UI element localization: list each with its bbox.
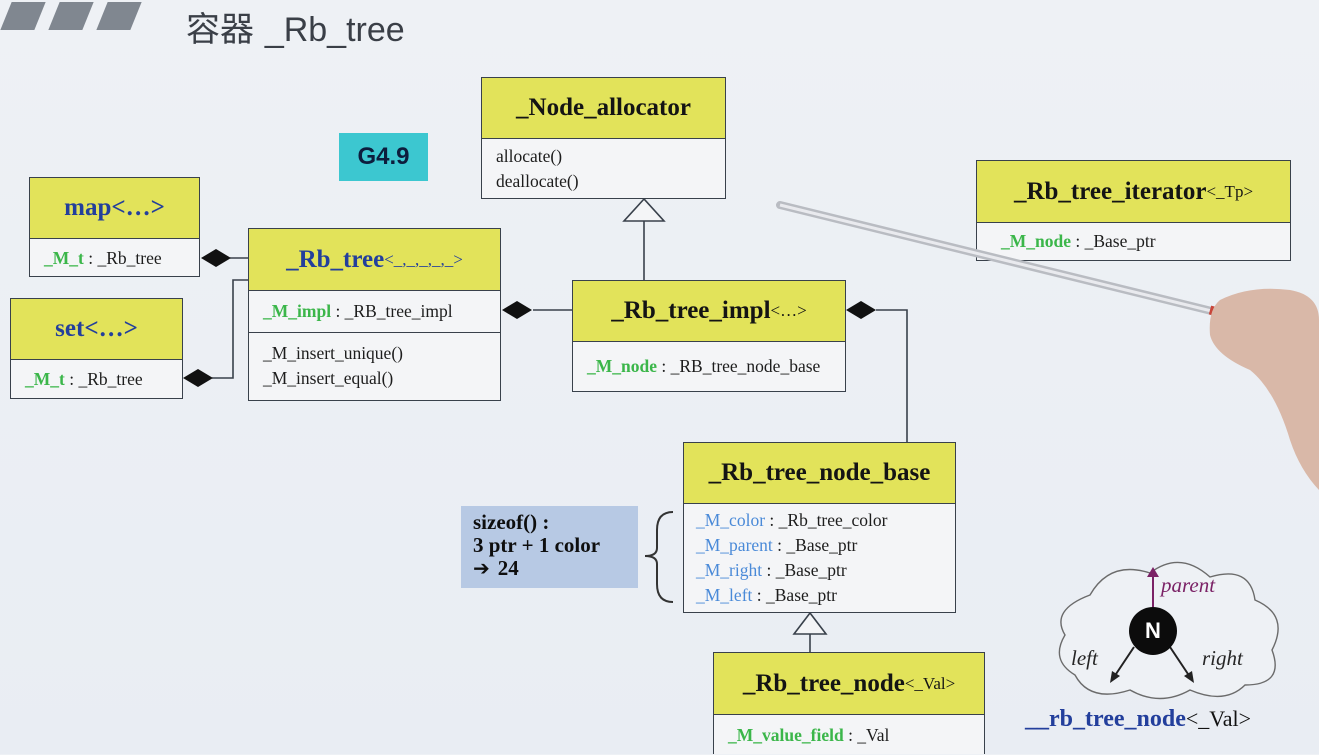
allocator-inherit-triangle xyxy=(622,197,666,222)
rb-tree-methods: _M_insert_unique() _M_insert_equal() xyxy=(249,332,500,391)
field-m-color: _M_color : _Rb_tree_color xyxy=(696,510,888,530)
rb-tree-impl-field: _M_node : _RB_tree_node_base xyxy=(587,356,821,376)
node-circle: N xyxy=(1129,607,1177,655)
right-label: right xyxy=(1202,646,1243,670)
rb-tree-impl-class: _Rb_tree_impl<…> _M_node : _RB_tree_node… xyxy=(572,280,846,392)
method-insert-unique: _M_insert_unique() xyxy=(263,343,403,363)
set-class: set<…> _M_t : _Rb_tree xyxy=(10,298,183,399)
field-m-left: _M_left : _Base_ptr xyxy=(696,585,837,605)
rb-tree-node-base-header: _Rb_tree_node_base xyxy=(684,443,955,504)
title-name: _Rb_tree xyxy=(264,11,405,49)
map-header: map<…> xyxy=(30,178,199,239)
title-cjk: 容器 xyxy=(186,10,254,50)
right-arrow-icon: ➔ xyxy=(473,556,490,580)
rb-tree-field: _M_impl : _RB_tree_impl xyxy=(263,301,453,321)
field-m-right: _M_right : _Base_ptr xyxy=(696,560,847,580)
node-allocator-methods: allocate() deallocate() xyxy=(482,139,725,194)
map-class: map<…> _M_t : _Rb_tree xyxy=(29,177,200,277)
rb-tree-iterator-header: _Rb_tree_iterator<_Tp> xyxy=(977,161,1290,223)
sizeof-brace xyxy=(644,511,674,603)
parent-label: parent xyxy=(1161,573,1216,597)
impl-composition-diamond xyxy=(846,301,876,319)
sizeof-note: sizeof() : 3 ptr + 1 color ➔24 xyxy=(461,506,638,588)
set-header: set<…> xyxy=(11,299,182,360)
map-composition-diamond xyxy=(201,249,231,267)
method-insert-equal: _M_insert_equal() xyxy=(263,368,394,388)
rbtree-composition-diamond xyxy=(502,301,532,319)
node-allocator-class: _Node_allocator allocate() deallocate() xyxy=(481,77,726,199)
rb-tree-iterator-field: _M_node : _Base_ptr xyxy=(1001,231,1156,251)
rb-tree-node-base-class: _Rb_tree_node_base _M_color : _Rb_tree_c… xyxy=(683,442,956,613)
hand xyxy=(1209,288,1319,490)
nodebase-inherit-triangle xyxy=(792,611,828,635)
sizeof-line3: ➔24 xyxy=(473,556,519,580)
sizeof-line2: 3 ptr + 1 color xyxy=(473,533,601,557)
pointer-stick xyxy=(776,201,1319,490)
page-title: 容器 _Rb_tree xyxy=(186,2,405,51)
rb-tree-node-header: _Rb_tree_node<_Val> xyxy=(714,653,984,715)
rb-tree-node-base-fields: _M_color : _Rb_tree_color _M_parent : _B… xyxy=(684,504,955,608)
method-deallocate: deallocate() xyxy=(496,171,579,191)
map-field: _M_t : _Rb_tree xyxy=(44,248,162,268)
left-label: left xyxy=(1071,646,1098,670)
set-to-rbtree-link xyxy=(212,279,249,379)
rb-tree-node-field: _M_value_field : _Val xyxy=(728,725,890,745)
rb-tree-impl-header: _Rb_tree_impl<…> xyxy=(573,281,845,342)
node-allocator-header: _Node_allocator xyxy=(482,78,725,139)
rb-tree-iterator-class: _Rb_tree_iterator<_Tp> _M_node : _Base_p… xyxy=(976,160,1291,261)
set-composition-diamond xyxy=(183,369,213,387)
method-allocate: allocate() xyxy=(496,146,563,166)
rb-tree-node-caption: __rb_tree_node<_Val> xyxy=(1025,706,1252,732)
sizeof-line1: sizeof() : xyxy=(473,510,550,534)
rb-tree-class: _Rb_tree<_,_,_,_,_> _M_impl : _RB_tree_i… xyxy=(248,228,501,401)
impl-to-nodebase-link xyxy=(876,309,908,442)
rb-tree-header: _Rb_tree<_,_,_,_,_> xyxy=(249,229,500,291)
rb-tree-node-class: _Rb_tree_node<_Val> _M_value_field : _Va… xyxy=(713,652,985,754)
set-field: _M_t : _Rb_tree xyxy=(25,369,143,389)
version-badge: G4.9 xyxy=(339,133,428,181)
field-m-parent: _M_parent : _Base_ptr xyxy=(696,535,858,555)
